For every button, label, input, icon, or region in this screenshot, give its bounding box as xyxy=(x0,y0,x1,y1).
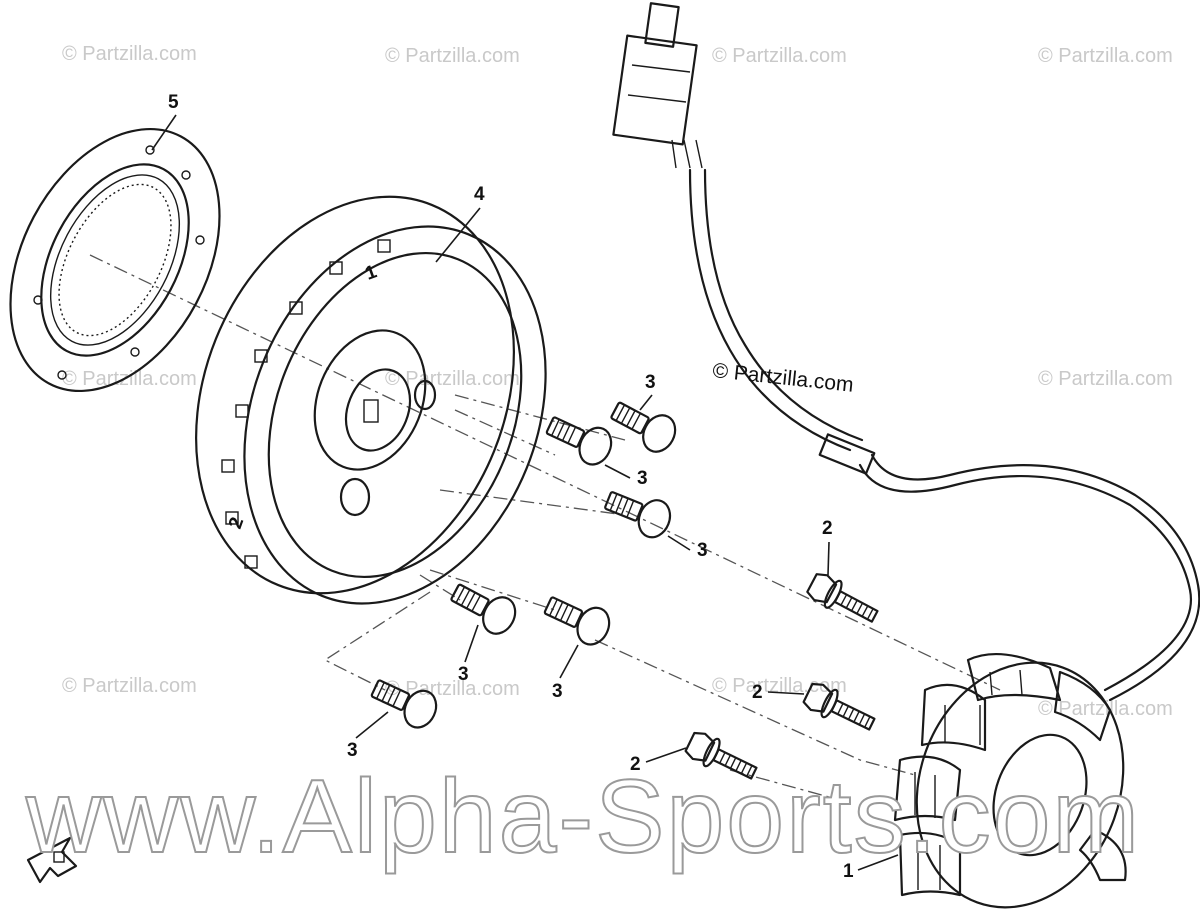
callout-2: 2 xyxy=(630,754,641,775)
rotor-mark: 2 xyxy=(225,515,248,532)
one-way-clutch xyxy=(9,127,221,393)
callout-3: 3 xyxy=(347,740,358,761)
callout-2: 2 xyxy=(822,518,833,539)
watermark: © Partzilla.com xyxy=(712,45,847,67)
callout-3: 3 xyxy=(552,681,563,702)
socket-cap-screws xyxy=(370,401,677,729)
stator-coils xyxy=(893,652,1127,897)
callout-4: 4 xyxy=(474,184,485,205)
callouts: 5 4 3 3 3 3 3 3 2 2 2 1 xyxy=(151,92,899,882)
front-direction-arrow-icon xyxy=(26,836,78,884)
callout-3: 3 xyxy=(637,468,648,489)
callout-5: 5 xyxy=(168,92,179,113)
cap-screw xyxy=(610,401,677,453)
watermark: © Partzilla.com xyxy=(1038,45,1173,67)
callout-3: 3 xyxy=(645,372,656,393)
watermark: © Partzilla.com xyxy=(62,43,197,65)
cap-screw xyxy=(604,491,672,539)
cap-screw xyxy=(370,679,438,729)
callout-1: 1 xyxy=(843,861,854,882)
cap-screw xyxy=(543,596,611,646)
callout-3: 3 xyxy=(458,664,469,685)
watermark: © Partzilla.com xyxy=(1038,698,1173,720)
watermark: © Partzilla.com xyxy=(385,368,520,390)
stator xyxy=(612,2,1200,909)
watermark: © Partzilla.com xyxy=(62,368,197,390)
cap-screw xyxy=(545,416,613,466)
flange-bolt xyxy=(806,573,879,623)
watermark-layer: © Partzilla.com © Partzilla.com © Partzi… xyxy=(62,43,1173,720)
wiring-connector xyxy=(612,2,703,169)
site-banner-watermark: www.Alpha-Sports.com xyxy=(25,759,1141,875)
rotor-timing-slots xyxy=(221,239,391,569)
assembly-lines xyxy=(89,254,1001,801)
flange-bolt xyxy=(802,682,876,731)
flange-bolts xyxy=(684,573,879,780)
callout-2: 2 xyxy=(752,682,763,703)
flange-bolt xyxy=(684,731,758,780)
callout-3: 3 xyxy=(697,540,708,561)
flywheel-rotor: 1 2 xyxy=(195,195,547,605)
watermark: © Partzilla.com xyxy=(712,675,847,697)
watermark: © Partzilla.com xyxy=(385,678,520,700)
watermark: © Partzilla.com xyxy=(385,45,520,67)
cap-screw xyxy=(450,583,517,635)
watermark: © Partzilla.com xyxy=(62,675,197,697)
watermark: © Partzilla.com xyxy=(1038,368,1173,390)
